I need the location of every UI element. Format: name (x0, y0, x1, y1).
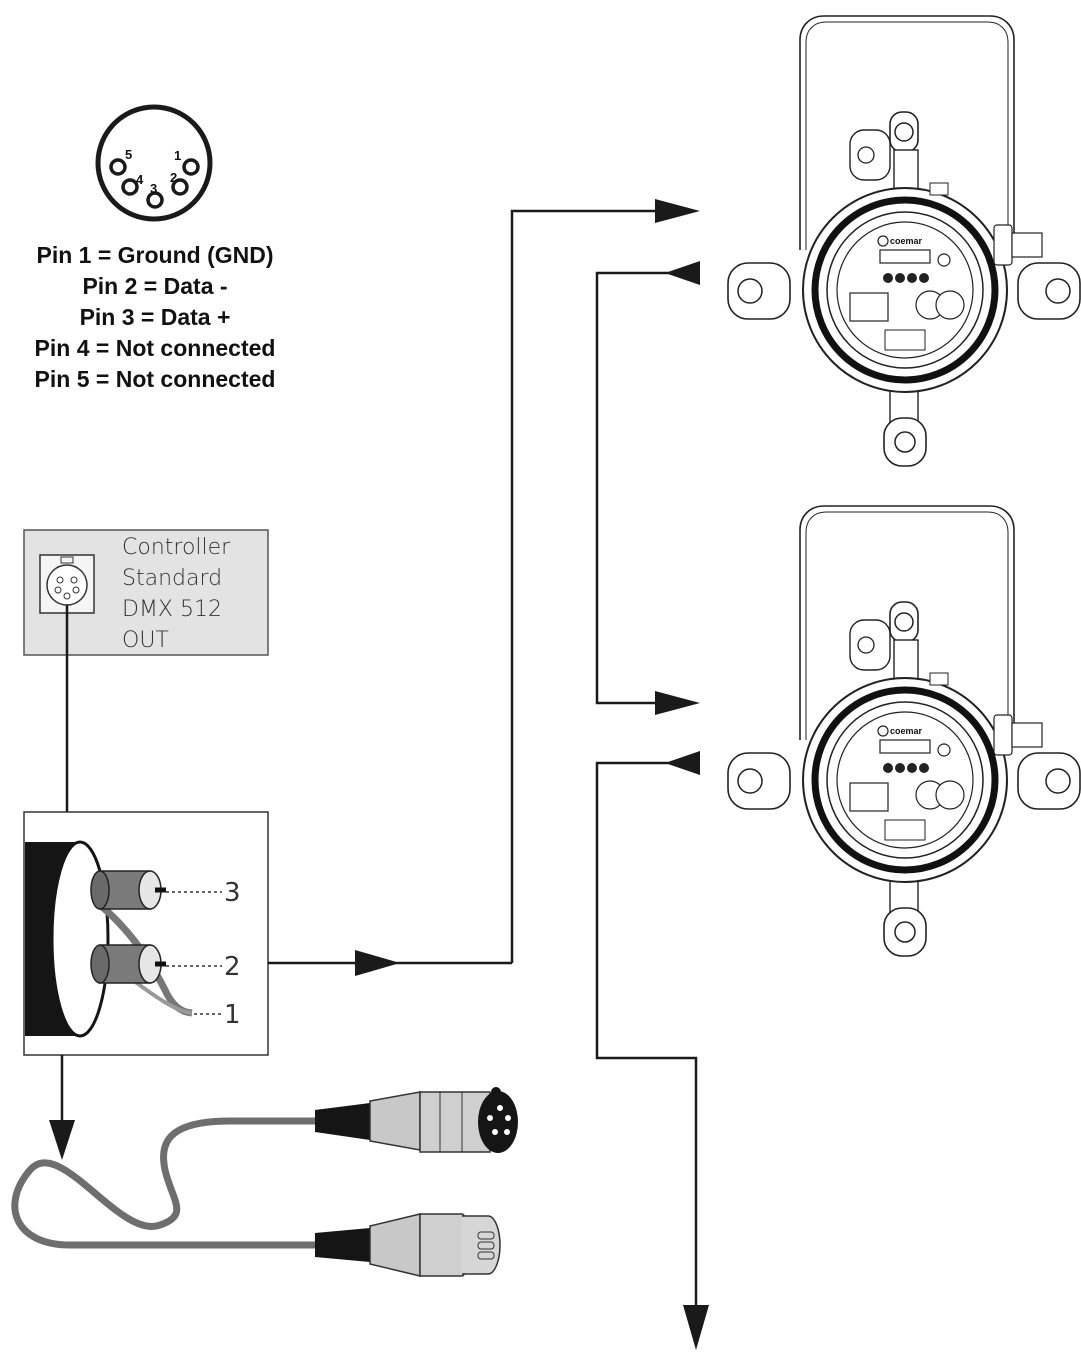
pin-legend-item: Pin 1 = Ground (GND) (36, 242, 274, 268)
pin-legend-item: Pin 5 = Not connected (34, 366, 276, 392)
down-arrow-icon (49, 1120, 75, 1160)
pin-number-5: 5 (125, 147, 132, 162)
dmx-signal-path (268, 199, 709, 1350)
controller-label-line: Standard (122, 566, 223, 591)
fixture-brand-label: coemar (890, 236, 923, 246)
cable-cross-section (23, 811, 269, 1056)
controller-label-line: Controller (122, 535, 231, 560)
xlr-5pin-connector-icon: 5 4 3 2 1 (95, 104, 213, 222)
wire-label-3: 3 (224, 878, 241, 908)
pin-number-2: 2 (170, 170, 177, 185)
wire-label-1: 1 (224, 1000, 241, 1030)
pin-legend-item: Pin 3 = Data + (79, 304, 231, 330)
fixture-2: coemar (727, 505, 1081, 957)
fixture-1: coemar (727, 15, 1081, 467)
xlr-dmx-cable (11, 1087, 518, 1277)
pin-legend: Pin 1 = Ground (GND) Pin 2 = Data - Pin … (0, 240, 310, 395)
pin-legend-item: Pin 4 = Not connected (34, 335, 276, 361)
controller-label: Controller Standard DMX 512 OUT (122, 532, 267, 656)
pin-legend-item: Pin 2 = Data - (82, 273, 228, 299)
controller-box (23, 529, 269, 656)
pin-number-1: 1 (174, 148, 181, 163)
wire-label-2: 2 (224, 952, 241, 982)
controller-label-line: DMX 512 (122, 597, 222, 622)
fixture-brand-label: coemar (890, 726, 923, 736)
pin-number-3: 3 (150, 181, 157, 196)
pin-number-4: 4 (136, 172, 144, 187)
controller-label-line: OUT (122, 628, 169, 653)
